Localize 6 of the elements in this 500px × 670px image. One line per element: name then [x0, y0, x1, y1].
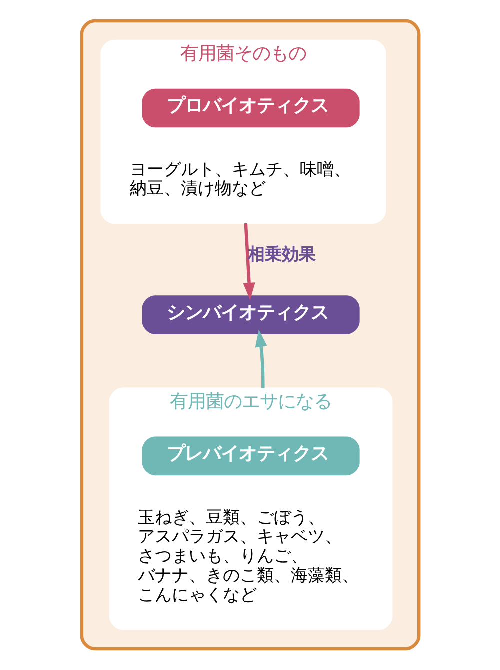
cluster — [80, 19, 420, 651]
arrow — [254, 330, 267, 388]
arrow — [242, 223, 255, 300]
node-box: プロバイオティクス — [142, 88, 360, 128]
node-box: シンバイオティクス — [142, 296, 360, 334]
node-box: プレバイオティクス — [142, 436, 360, 476]
